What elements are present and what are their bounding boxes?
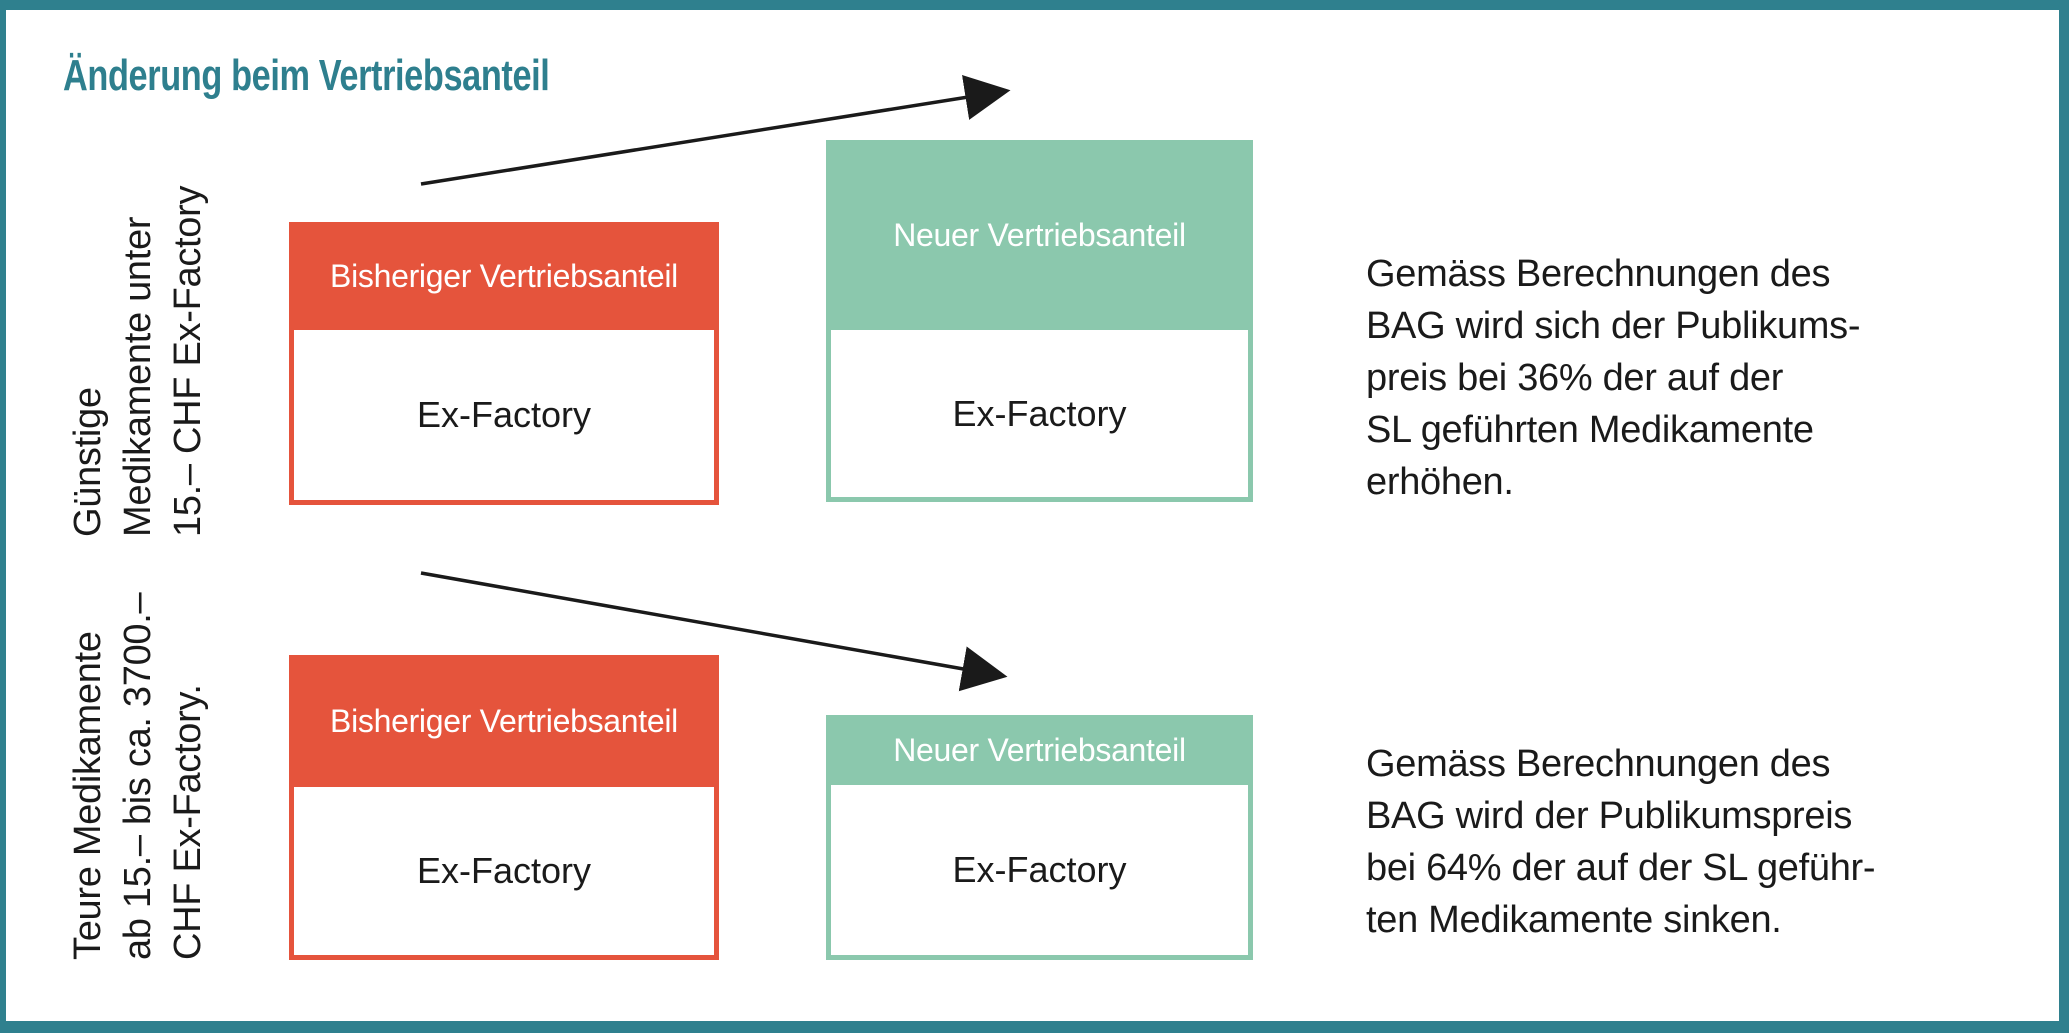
- note-expensive-medications: Gemäss Berechnungen des BAG wird der Pub…: [1366, 738, 1876, 946]
- ex-factory-body: Ex-Factory: [294, 787, 714, 955]
- ex-factory-body: Ex-Factory: [831, 330, 1248, 497]
- side-label-line: ab 15.– bis ca. 3700.–: [117, 592, 159, 960]
- side-label-line: Medikamente unter: [117, 216, 159, 537]
- note-line: Gemäss Berechnungen des: [1366, 743, 1831, 785]
- new-share-box-cheap: Neuer Vertriebsanteil Ex-Factory: [826, 140, 1253, 502]
- side-label-line: Günstige: [67, 387, 109, 537]
- old-share-header: Bisheriger Vertriebsanteil: [330, 702, 678, 739]
- new-share-header: Neuer Vertriebsanteil: [893, 731, 1186, 768]
- note-cheap-medications: Gemäss Berechnungen des BAG wird sich de…: [1366, 248, 1861, 508]
- note-line: erhöhen.: [1366, 461, 1514, 503]
- note-line: SL geführten Medikamente: [1366, 409, 1814, 451]
- new-share-header: Neuer Vertriebsanteil: [893, 216, 1186, 253]
- new-share-box-expensive: Neuer Vertriebsanteil Ex-Factory: [826, 715, 1253, 960]
- old-share-header: Bisheriger Vertriebsanteil: [330, 257, 678, 294]
- old-share-box-expensive: Bisheriger Vertriebsanteil Ex-Factory: [289, 655, 719, 960]
- note-line: BAG wird sich der Publikums-: [1366, 305, 1861, 347]
- note-line: BAG wird der Publikumspreis: [1366, 795, 1853, 837]
- side-label-line: CHF Ex-Factory.: [167, 684, 209, 960]
- note-line: preis bei 36% der auf der: [1366, 357, 1784, 399]
- diagram-title: Änderung beim Vertriebsanteil: [63, 51, 550, 100]
- old-share-box-cheap: Bisheriger Vertriebsanteil Ex-Factory: [289, 222, 719, 505]
- ex-factory-body: Ex-Factory: [294, 330, 714, 500]
- note-line: Gemäss Berechnungen des: [1366, 253, 1831, 295]
- side-label-cheap-medications: Günstige Medikamente unter 15.– CHF Ex-F…: [63, 153, 213, 537]
- side-label-expensive-medications: Teure Medikamente ab 15.– bis ca. 3700.–…: [63, 590, 213, 960]
- side-label-line: 15.– CHF Ex-Factory: [167, 185, 209, 537]
- note-line: bei 64% der auf der SL geführ-: [1366, 847, 1876, 889]
- note-line: ten Medikamente sinken.: [1366, 899, 1782, 941]
- side-label-line: Teure Medikamente: [67, 631, 109, 960]
- ex-factory-body: Ex-Factory: [831, 785, 1248, 955]
